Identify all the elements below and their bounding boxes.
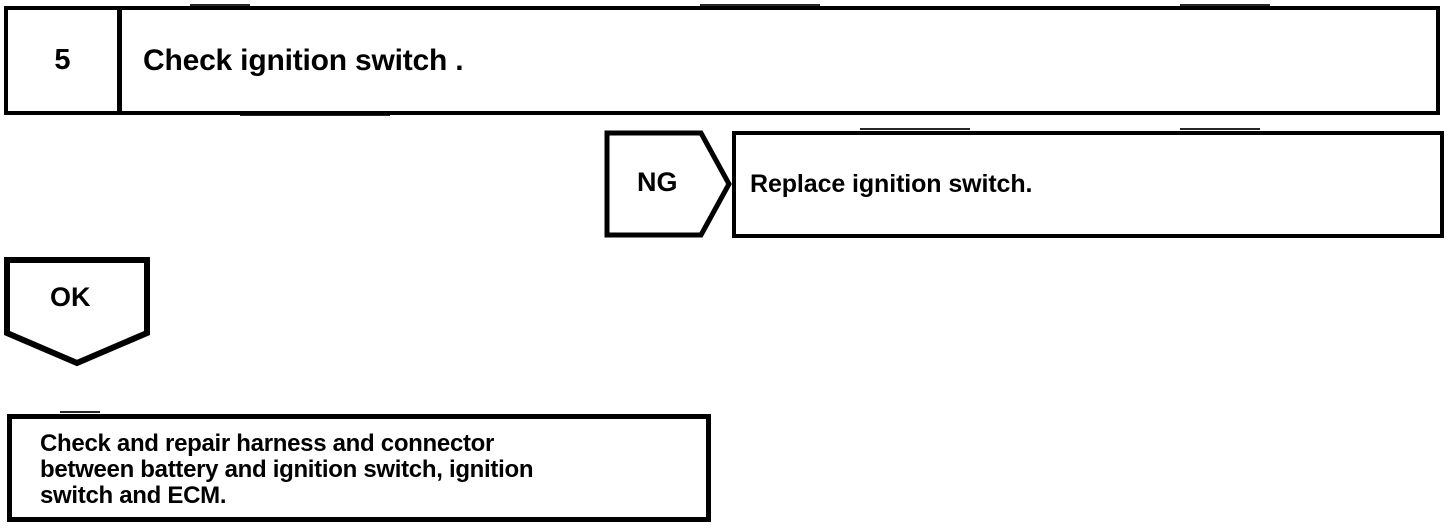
scan-speckle: [190, 4, 250, 6]
scan-speckle: [60, 411, 100, 413]
scan-speckle: [700, 4, 820, 6]
branch-ok-label: OK: [50, 282, 91, 312]
step-number-cell: 5: [8, 10, 122, 111]
replace-action-box: Replace ignition switch.: [732, 131, 1444, 238]
step-description-cell: Check ignition switch .: [127, 10, 1436, 111]
result-instruction-text: Check and repair harness and connector b…: [40, 430, 534, 509]
branch-ng-label: NG: [637, 167, 678, 197]
step-number-text: 5: [54, 44, 71, 76]
scan-speckle: [1180, 128, 1260, 130]
scan-speckle: [120, 519, 190, 521]
step-header-box: 5 Check ignition switch .: [4, 6, 1440, 115]
pentagon-down-icon: [4, 257, 150, 367]
scan-speckle: [240, 114, 390, 116]
scan-speckle: [1180, 4, 1270, 6]
pentagon-right-icon: [604, 130, 732, 238]
branch-ng-pentagon: NG: [604, 130, 732, 238]
scan-speckle: [860, 128, 970, 130]
branch-ok-pentagon: OK: [4, 257, 150, 367]
result-instruction-box: Check and repair harness and connector b…: [7, 414, 711, 522]
replace-action-text: Replace ignition switch.: [750, 170, 1033, 198]
step-description-text: Check ignition switch .: [143, 43, 464, 77]
